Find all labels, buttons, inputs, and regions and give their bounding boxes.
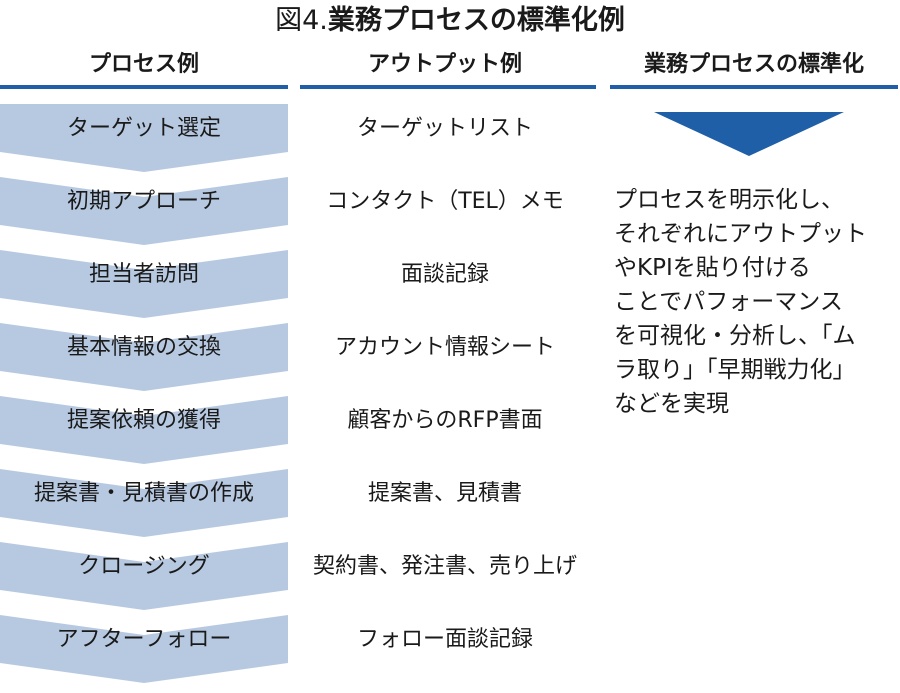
process-step-label: ターゲット選定	[66, 116, 221, 141]
process-step-label: 提案依頼の獲得	[66, 408, 221, 433]
process-step-label: 基本情報の交換	[66, 335, 221, 360]
header-rule-output	[300, 85, 596, 89]
process-step-arrow	[0, 104, 288, 172]
output-label: コンタクト（TEL）メモ	[326, 189, 564, 214]
process-step-arrow	[0, 396, 288, 464]
process-step-label: 提案書・見積書の作成	[33, 481, 254, 506]
header-output: アウトプット例	[367, 52, 522, 77]
process-step-label: 初期アプローチ	[66, 189, 221, 214]
process-step-label: クロージング	[78, 554, 210, 579]
process-step-arrow	[0, 250, 288, 318]
standardization-description: プロセスを明示化し、 それぞれにアウトプット やKPIを貼り付ける ことでパフォ…	[614, 183, 899, 421]
description-line: などを実現	[614, 391, 729, 417]
output-label: 提案書、見積書	[367, 481, 522, 506]
process-step-arrow	[0, 542, 288, 610]
standardization-arrow-icon	[654, 112, 844, 156]
output-label: 顧客からのRFP書面	[347, 408, 543, 433]
description-line: を可視化・分析し、「ム	[614, 323, 856, 349]
output-label: 契約書、発注書、売り上げ	[312, 554, 577, 579]
description-line: ラ取り」「早期戦力化」	[614, 357, 856, 383]
output-label: 面談記録	[400, 262, 489, 287]
output-label: ターゲットリスト	[356, 116, 533, 141]
figure-number: 図4.	[275, 5, 328, 36]
header-standardization: 業務プロセスの標準化	[643, 52, 864, 77]
process-step-arrow	[0, 615, 288, 683]
output-label: アカウント情報シート	[334, 335, 555, 360]
header-rule-process	[0, 85, 288, 89]
process-flow	[0, 104, 288, 683]
output-label: フォロー面談記録	[356, 627, 533, 652]
header-rule-standardization	[610, 85, 898, 89]
description-line: やKPIを貼り付ける	[614, 255, 811, 281]
description-line: ことでパフォーマンス	[614, 289, 843, 315]
process-step-arrow	[0, 177, 288, 245]
description-line: プロセスを明示化し、	[614, 187, 844, 213]
figure-title-text: 業務プロセスの標準化例	[327, 5, 625, 36]
process-step-label: 担当者訪問	[88, 262, 199, 287]
header-process: プロセス例	[88, 52, 199, 77]
process-step-arrow	[0, 323, 288, 391]
process-step-arrow	[0, 469, 288, 537]
figure-title: 図4.業務プロセスの標準化例	[0, 4, 900, 38]
description-line: それぞれにアウトプット	[614, 221, 867, 247]
process-step-label: アフターフォロー	[56, 627, 232, 652]
